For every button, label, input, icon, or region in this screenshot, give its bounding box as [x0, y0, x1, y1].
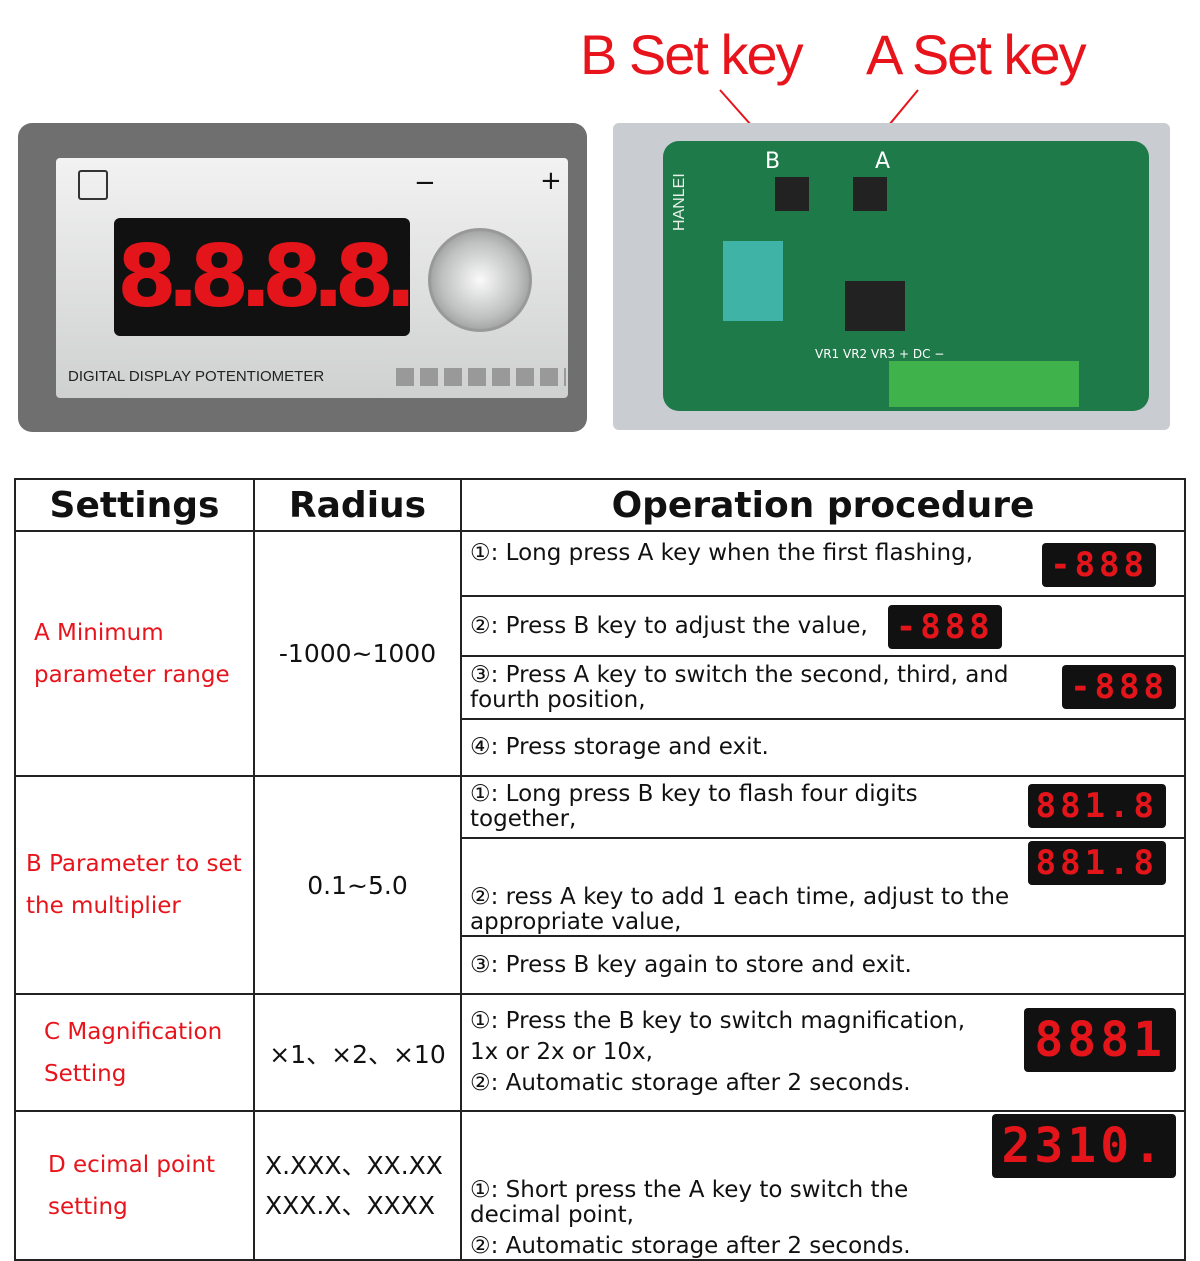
- circuit-board: HANLEI B A VR1 VR2 VR3 + DC −: [663, 141, 1149, 411]
- setting-d: D ecimal point setting: [14, 1110, 255, 1261]
- potentiometer-component: [723, 241, 783, 321]
- setting-c: C Magnification Setting: [14, 993, 255, 1112]
- header-radius: Radius: [253, 478, 462, 532]
- settings-table: Settings Radius Operation procedure A Mi…: [14, 478, 1186, 1261]
- rotary-knob: [428, 228, 532, 332]
- step-a2: ②: Press B key to adjust the value,-888: [460, 595, 1186, 657]
- led-display: 881.8: [1027, 841, 1166, 885]
- monitor-icon: [78, 170, 108, 200]
- table-row: D ecimal point setting X.XXX、XX.XX XXX.X、…: [14, 1110, 1186, 1261]
- step-b3: ③: Press B key again to store and exit.: [460, 935, 1186, 995]
- b-set-key-callout: B Set key: [580, 23, 804, 86]
- led-display: -888: [887, 605, 1002, 649]
- setting-a: A Minimum parameter range: [14, 530, 255, 777]
- table-row: B Parameter to set the multiplier 0.1~5.…: [14, 775, 1186, 995]
- plus-label: +: [540, 166, 562, 196]
- key-a-label: A: [875, 149, 891, 174]
- led-display: 8881: [1024, 1008, 1176, 1072]
- minus-label: −: [414, 168, 436, 198]
- step-a1: ①: Long press A key when the first flash…: [460, 530, 1186, 597]
- led-display: -888: [1042, 542, 1156, 587]
- led-display: -888: [1062, 664, 1176, 709]
- potentiometer-device-photo: 8.8.8.8. − + DIGITAL DISPLAY POTENTIOMET…: [18, 123, 587, 432]
- terminal-block: [889, 361, 1079, 407]
- radius-d-line1: X.XXX、XX.XX: [265, 1150, 443, 1180]
- device-faceplate: 8.8.8.8. − + DIGITAL DISPLAY POTENTIOMET…: [56, 158, 568, 398]
- radius-a: -1000~1000: [253, 530, 462, 777]
- brand-label: HANLEI: [671, 173, 688, 231]
- step-a4: ④: Press storage and exit.: [460, 718, 1186, 777]
- radius-c: ×1、×2、×10: [253, 993, 462, 1112]
- header-settings: Settings: [14, 478, 255, 532]
- led-display: 8.8.8.8.: [114, 218, 410, 336]
- led-display: 2310.: [991, 1114, 1176, 1178]
- setting-b: B Parameter to set the multiplier: [14, 775, 255, 995]
- radius-d-line2: XXX.X、XXXX: [265, 1190, 435, 1220]
- pcb-photo: HANLEI B A VR1 VR2 VR3 + DC −: [613, 123, 1170, 430]
- key-b-label: B: [765, 149, 781, 174]
- device-label: DIGITAL DISPLAY POTENTIOMETER: [68, 368, 325, 385]
- step-d: 2310.①: Short press the A key to switch …: [460, 1110, 1186, 1261]
- terminal-labels: VR1 VR2 VR3 + DC −: [815, 347, 945, 361]
- table-header: Settings Radius Operation procedure: [14, 478, 1186, 532]
- key-a-button: [853, 177, 887, 211]
- table-row: A Minimum parameter range -1000~1000 ①: …: [14, 530, 1186, 777]
- decor-stripes: [396, 368, 566, 386]
- header-operation: Operation procedure: [460, 478, 1186, 532]
- key-b-button: [775, 177, 809, 211]
- radius-b: 0.1~5.0: [253, 775, 462, 995]
- a-set-key-callout: A Set key: [866, 23, 1087, 86]
- led-display: 881.8: [1027, 784, 1166, 828]
- chip: [845, 281, 905, 331]
